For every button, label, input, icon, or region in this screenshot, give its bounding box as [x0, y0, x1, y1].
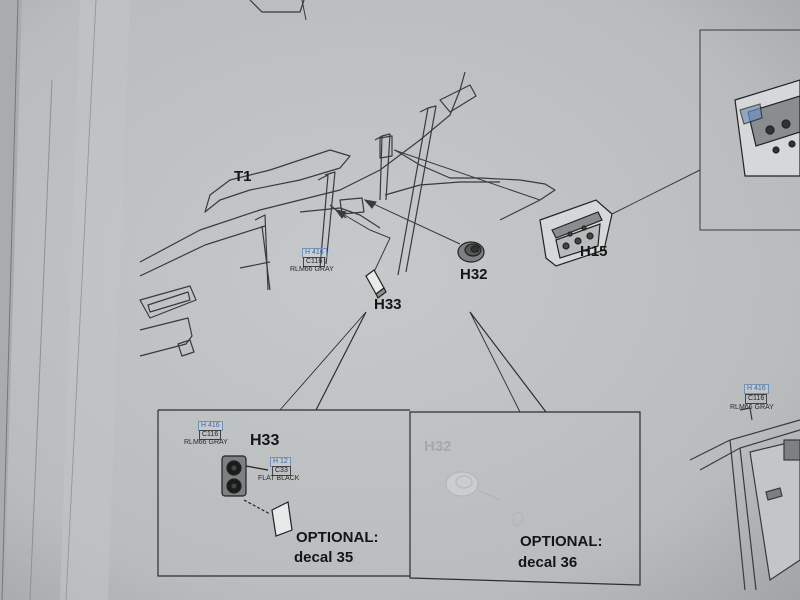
inset-right-title: H32 [424, 438, 452, 455]
inset-left-decal: decal 35 [294, 549, 354, 566]
inset-left-code-c1: C116 [199, 430, 222, 440]
label-h33: H33 [374, 296, 402, 313]
right-lower-detail [689, 407, 800, 591]
inset-left-code-c2: C33 [272, 466, 291, 476]
inset-left-title: H33 [250, 432, 280, 449]
inset-right-decal: decal 36 [518, 554, 578, 571]
label-t1: T1 [234, 168, 252, 185]
label-h15: H15 [580, 243, 608, 260]
inset-left-paint1-name: RLM66 GRAY [184, 439, 228, 446]
paint-code-c: C116 [303, 257, 326, 267]
paint-code-h-right: H 416 [744, 384, 769, 394]
inset-left-optional: OPTIONAL: [296, 529, 379, 546]
paper-edge-fold [60, 0, 130, 600]
part-h15-drawing [539, 199, 613, 267]
label-h32: H32 [460, 266, 488, 283]
cockpit-sidewall [139, 71, 556, 357]
paint-name: RLM66 GRAY [290, 266, 334, 273]
inset-h33-drawing [221, 455, 293, 537]
part-h33-drawing [365, 269, 387, 299]
zoom-lines-h15 [611, 29, 800, 231]
inset-right-optional: OPTIONAL: [520, 533, 603, 550]
paint-name-right: RLM66 GRAY [730, 404, 774, 411]
inset-left-paint2-name: FLAT BLACK [258, 475, 300, 482]
part-h32-drawing [457, 241, 485, 263]
callout-lines [334, 149, 541, 273]
paint-code-c-right: C116 [745, 394, 768, 404]
inset-h32-drawing [445, 471, 524, 526]
right-zoom-detail [734, 79, 800, 177]
top-part-outline [249, 0, 305, 13]
inset-frames [157, 311, 641, 586]
